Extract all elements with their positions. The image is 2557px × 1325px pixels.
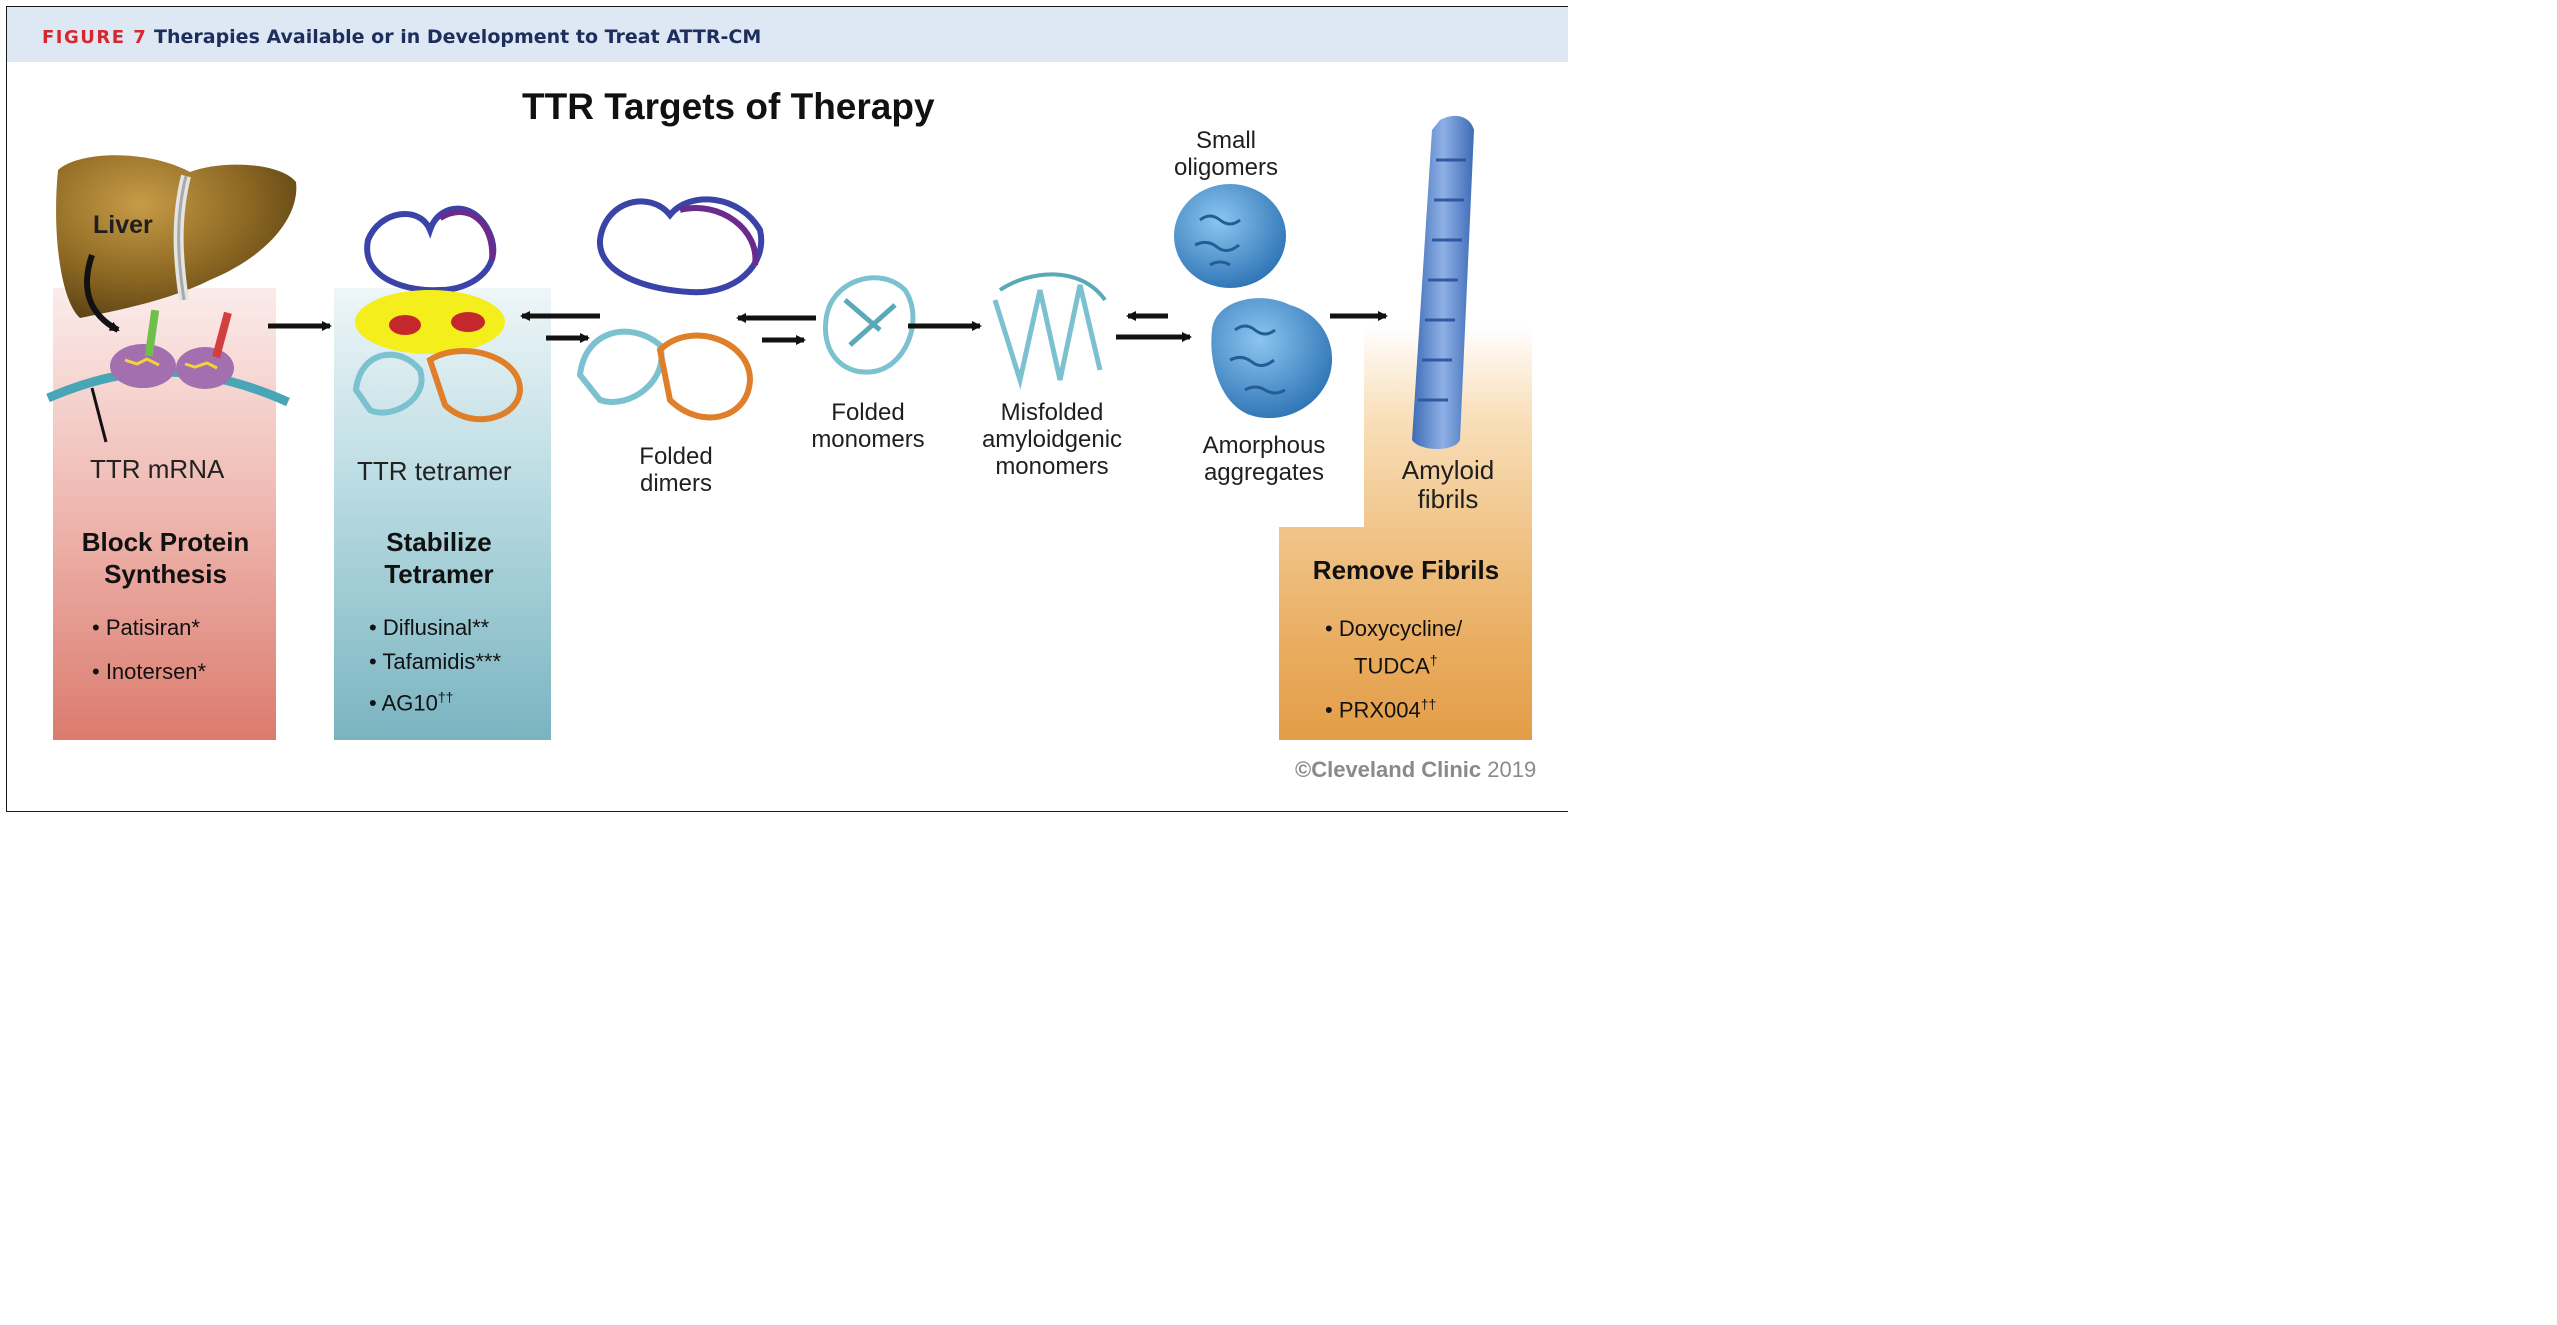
stabilize-heading-line-2: Tetramer xyxy=(384,559,494,589)
small-oligomers-line-2: oligomers xyxy=(1173,154,1279,181)
therapy-prx004-text: • PRX004 xyxy=(1325,697,1421,723)
liver-icon xyxy=(56,155,297,318)
amyloid-fibril-icon xyxy=(1412,115,1474,449)
folded-dimers-icon xyxy=(576,196,765,421)
misfolded-line-3: monomers xyxy=(995,453,1109,480)
folded-monomers-line-2: monomers xyxy=(811,426,925,453)
therapy-tudca-mark: † xyxy=(1429,652,1438,668)
amyloid-fibrils-label: Amyloid fibrils xyxy=(1390,456,1506,514)
block-heading-line-2: Synthesis xyxy=(104,559,227,589)
liver-label: Liver xyxy=(93,211,153,239)
ttr-tetramer-label: TTR tetramer xyxy=(357,456,512,486)
synthesis-arrow xyxy=(84,254,120,333)
remove-fibrils-panel xyxy=(1279,527,1532,740)
diagram-title: TTR Targets of Therapy xyxy=(522,86,935,127)
amorphous-aggregate-icon xyxy=(1211,298,1333,419)
folded-dimers-line-1: Folded xyxy=(639,443,713,470)
stabilize-tetramer-heading: Stabilize Tetramer xyxy=(334,526,544,590)
misfolded-line-2: amyloidgenic xyxy=(981,426,1123,453)
copyright-brand: ©Cleveland Clinic xyxy=(1295,757,1482,782)
amorphous-line-2: aggregates xyxy=(1203,459,1325,486)
amyloid-line-1: Amyloid xyxy=(1401,455,1495,485)
therapy-tudca: TUDCA† xyxy=(1354,647,1438,679)
folded-dimers-label: Folded dimers xyxy=(636,443,716,497)
ttr-tetramer-icon xyxy=(352,205,524,423)
block-synthesis-heading: Block Protein Synthesis xyxy=(58,526,273,590)
stabilize-heading-line-1: Stabilize xyxy=(386,527,492,557)
therapy-doxycycline: • Doxycycline/ xyxy=(1325,616,1463,641)
pathway-illustration xyxy=(46,115,1474,449)
folded-monomers-line-1: Folded xyxy=(831,399,905,426)
folded-monomer-icon xyxy=(822,275,916,375)
figure-header xyxy=(7,7,1568,62)
therapy-tudca-text: TUDCA xyxy=(1354,653,1430,679)
therapy-ag10-mark: †† xyxy=(437,689,454,705)
folded-dimers-line-2: dimers xyxy=(639,470,712,497)
small-oligomer-icon xyxy=(1174,184,1286,288)
small-oligomers-label: Small oligomers xyxy=(1166,127,1286,181)
therapy-ag10-text: • AG10 xyxy=(369,690,438,716)
therapy-diflusinal: • Diflusinal** xyxy=(369,615,490,640)
block-heading-line-1: Block Protein xyxy=(81,527,250,557)
misfolded-monomer-icon xyxy=(992,272,1107,390)
ribosome-icon xyxy=(110,309,234,389)
mrna-pointer xyxy=(90,387,108,443)
therapy-patisiran: • Patisiran* xyxy=(92,615,200,640)
figure-title: Therapies Available or in Development to… xyxy=(154,26,762,48)
therapy-ag10: • AG10†† xyxy=(369,684,453,716)
remove-fibrils-heading: Remove Fibrils xyxy=(1312,555,1500,585)
misfolded-line-1: Misfolded xyxy=(1000,399,1104,426)
amyloid-line-2: fibrils xyxy=(1417,484,1479,514)
therapy-inotersen: • Inotersen* xyxy=(92,659,207,684)
therapy-tafamidis: • Tafamidis*** xyxy=(369,649,502,674)
figure-number: FIGURE 7 xyxy=(42,27,148,48)
amorphous-line-1: Amorphous xyxy=(1202,432,1326,459)
figure-frame xyxy=(6,6,1568,812)
therapy-prx004-mark: †† xyxy=(1420,696,1437,712)
copyright-notice: ©Cleveland Clinic 2019 xyxy=(1295,757,1536,783)
amorphous-aggregates-label: Amorphous aggregates xyxy=(1194,432,1334,486)
ttr-mrna-label: TTR mRNA xyxy=(90,454,225,484)
therapy-prx004: • PRX004†† xyxy=(1325,691,1436,723)
misfolded-label: Misfolded amyloidgenic monomers xyxy=(972,399,1132,480)
copyright-year: 2019 xyxy=(1487,757,1537,782)
folded-monomers-label: Folded monomers xyxy=(806,399,930,453)
small-oligomers-line-1: Small xyxy=(1195,127,1256,154)
